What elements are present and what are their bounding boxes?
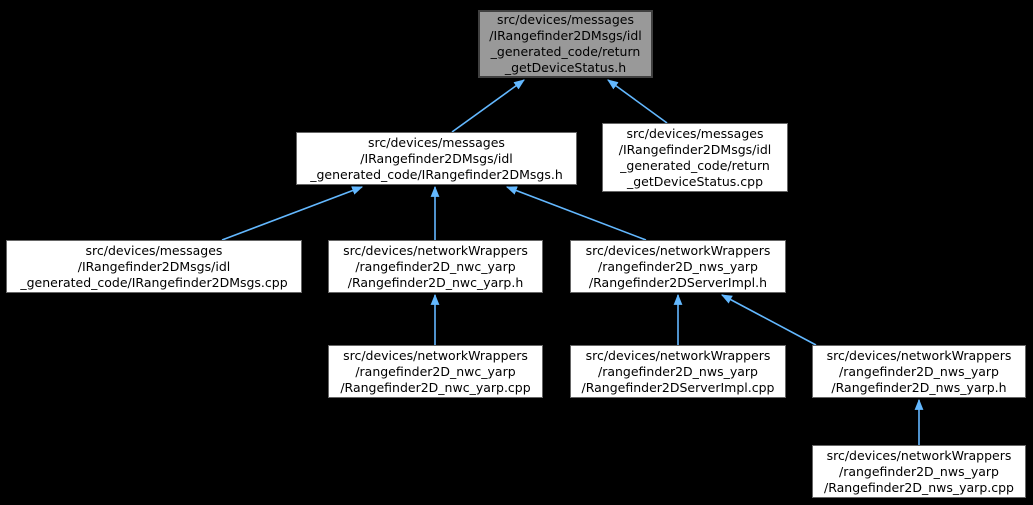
edge-nws-yarp-h-to-serverimpl-h [721,294,817,346]
node-rangefinder2d-nws-yarp-h[interactable]: src/devices/networkWrappers /rangefinder… [812,345,1026,398]
edge-msgs-h-to-getdevicestatus-h [451,79,525,133]
edge-serverimpl-h-to-msgs-h [505,186,647,241]
node-rangefinder2dserverimpl-h[interactable]: src/devices/networkWrappers /rangefinder… [570,240,786,293]
edge-msgs-cpp-to-msgs-h [221,186,364,241]
node-rangefinder2d-nwc-yarp-cpp[interactable]: src/devices/networkWrappers /rangefinder… [328,345,543,398]
node-irangefinder2dmsgs-h[interactable]: src/devices/messages /IRangefinder2DMsgs… [296,132,577,185]
node-irangefinder2dmsgs-cpp[interactable]: src/devices/messages /IRangefinder2DMsgs… [6,240,302,293]
node-rangefinder2dserverimpl-cpp[interactable]: src/devices/networkWrappers /rangefinder… [570,345,786,398]
node-rangefinder2d-nws-yarp-cpp[interactable]: src/devices/networkWrappers /rangefinder… [812,445,1026,498]
node-return-getdevicestatus-h: src/devices/messages /IRangefinder2DMsgs… [478,10,653,78]
edge-getdevicestatus-cpp-to-h [607,79,668,124]
node-return-getdevicestatus-cpp[interactable]: src/devices/messages /IRangefinder2DMsgs… [602,123,788,192]
node-rangefinder2d-nwc-yarp-h[interactable]: src/devices/networkWrappers /rangefinder… [328,240,543,293]
